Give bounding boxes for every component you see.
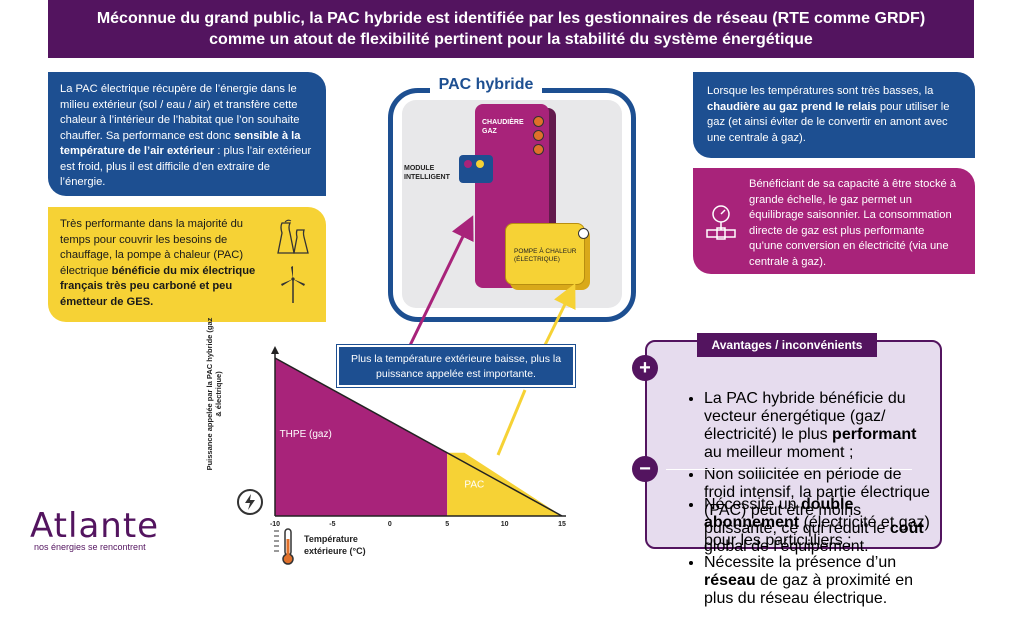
y-axis-arrow: [271, 346, 279, 354]
page-title: Méconnue du grand public, la PAC hybride…: [48, 0, 974, 58]
series-area-0: [275, 358, 448, 516]
x-tick-label-5: 15: [558, 521, 566, 528]
lightning-icon: [237, 489, 263, 515]
x-tick-label-3: 5: [445, 521, 449, 528]
series-label-1: PAC: [464, 480, 484, 491]
arrow-gas: [398, 215, 474, 367]
x-tick-label-0: -10: [270, 521, 280, 528]
logo-name: Atlante: [30, 506, 160, 546]
nuclear-plant-icon: [277, 219, 309, 254]
heat-pump-front: [505, 223, 585, 285]
cons-list: Nécessite un double abonnement (électric…: [664, 480, 934, 624]
wind-turbine-icon: [281, 266, 305, 303]
heat-pump-label: POMPE À CHALEUR (ÉLECTRIQUE): [514, 248, 577, 263]
arrow-pac-bottom: [496, 389, 527, 456]
x-tick-label-4: 10: [501, 521, 509, 528]
pros-list: La PAC hybride bénéficie du vecteur éner…: [664, 374, 934, 572]
boiler-indicator-lights: [533, 116, 544, 155]
info-box-heat-pump: La PAC électrique récupère de l’énergie …: [48, 72, 326, 196]
pros-cons-divider: [666, 469, 912, 470]
diagram-title-backdrop: [430, 74, 542, 100]
info-box-gas-boiler: Lorsque les températures sont très basse…: [693, 72, 975, 158]
smart-module-label: MODULE INTELLIGENT: [404, 165, 450, 181]
pro-item: Non sollicitée en période de froid inten…: [704, 466, 934, 556]
atlante-logo: Atlante nos énergies se rencontrent: [30, 508, 159, 552]
arrows-layer: [398, 215, 576, 456]
callout-temperature: Plus la température extérieure baisse, p…: [337, 345, 575, 387]
smart-module: [459, 155, 493, 183]
trend-line: [274, 357, 563, 517]
pros-cons-panel: [645, 340, 942, 549]
chart-xlabel: Température extérieure (°C): [304, 534, 366, 556]
smart-module-leds: [464, 160, 484, 168]
power-temperature-chart: THPE (gaz) PAC -10 -5 0 5 10 15: [270, 346, 566, 528]
minus-icon: −: [632, 456, 658, 482]
info-box-low-carbon: Très performante dans la majorité du tem…: [48, 207, 326, 322]
pros-cons-title: Avantages / inconvénients: [697, 333, 877, 357]
logo-tagline: nos énergies se rencontrent: [34, 542, 146, 552]
info-box-gas-storage: Bénéficiant de sa capacité à être stocké…: [693, 168, 975, 274]
x-tick-label-1: -5: [329, 521, 335, 528]
con-item: Nécessite la présence d’un réseau de gaz…: [704, 554, 934, 608]
x-tick-label-2: 0: [388, 521, 392, 528]
plus-icon: +: [632, 355, 658, 381]
diagram-title: PAC hybride: [438, 76, 534, 93]
chart-ylabel: Puissance appelée par la PAC hybride (ga…: [205, 317, 223, 471]
pro-item: La PAC hybride bénéficie du vecteur éner…: [704, 390, 934, 462]
thermometer-icon: [274, 528, 294, 565]
arrow-pac-top: [543, 283, 576, 346]
gas-boiler-label: CHAUDIÈRE GAZ: [482, 119, 524, 135]
series-label-0: THPE (gaz): [280, 429, 332, 440]
heat-pump-indicator: [578, 228, 589, 239]
gas-meter-icon: [706, 205, 736, 240]
con-item: Nécessite un double abonnement (électric…: [704, 496, 934, 550]
